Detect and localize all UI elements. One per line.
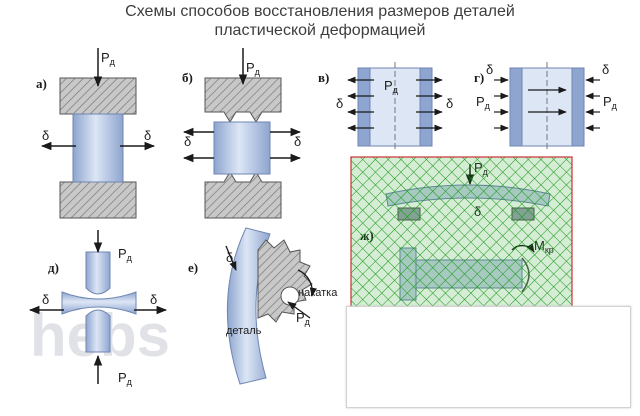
wall-left — [509, 67, 523, 147]
die-top — [204, 77, 282, 123]
force-label: Pд — [384, 78, 399, 95]
part-bushing — [72, 113, 124, 183]
highlight-overlay — [350, 156, 573, 310]
scheme-d: д) Pд Pд δ δ — [28, 230, 168, 387]
delta-label-right: δ — [294, 134, 301, 149]
overlay-grid — [351, 157, 572, 309]
delta-label-left: δ — [42, 292, 49, 307]
pressure-arrows — [494, 76, 600, 132]
delta-label: δ — [226, 250, 233, 265]
diagram-title: Схемы способов восстановления размеров д… — [0, 2, 640, 40]
scheme-v: в) Pд δ δ — [318, 62, 453, 150]
delta-label-right: δ — [144, 128, 151, 143]
part-label: деталь — [226, 325, 262, 337]
scheme-g: г) δ δ Pд Pд — [474, 62, 618, 150]
label-v: в) — [318, 70, 329, 85]
wheel-axle — [280, 286, 300, 306]
tool-top — [85, 251, 111, 295]
force-label-left: Pд — [476, 94, 491, 111]
force-arrow — [287, 301, 311, 319]
delta-label-right: δ — [446, 96, 453, 111]
force-label: Pд — [296, 310, 311, 327]
label-b: б) — [182, 70, 193, 85]
delta-label-left: δ — [336, 96, 343, 111]
rotation-arrow-wheel — [297, 269, 317, 297]
part-plate — [61, 291, 137, 315]
title-line-2: пластической деформацией — [214, 22, 426, 39]
wall-right — [571, 67, 585, 147]
delta-label-left: δ — [42, 128, 49, 143]
force-label: Pд — [101, 50, 116, 67]
blank-panel — [346, 306, 631, 408]
label-d: д) — [48, 260, 59, 275]
scheme-a: а) Pд δ δ — [36, 48, 156, 219]
delta-label-right: δ — [150, 292, 157, 307]
force-label-top: Pд — [118, 246, 133, 263]
label-g: г) — [474, 70, 484, 85]
part-bushing — [213, 121, 271, 175]
knurl-wheel — [257, 239, 313, 323]
rotation-arrow-part — [225, 245, 237, 271]
wall-left — [357, 67, 371, 147]
knurl-label: накатка — [298, 287, 338, 299]
delta-label-left: δ — [486, 62, 493, 77]
scheme-b: б) Pд δ δ — [182, 48, 301, 219]
force-label: Pд — [246, 60, 261, 77]
delta-label-right: δ — [602, 62, 609, 77]
die-bottom — [204, 171, 282, 219]
tool-bottom — [85, 309, 111, 353]
label-e: е) — [188, 260, 198, 275]
wall-right — [419, 67, 433, 147]
force-label-right: Pд — [603, 94, 618, 111]
die-bottom — [59, 181, 137, 219]
delta-label-left: δ — [184, 134, 191, 149]
pressure-arrows — [347, 76, 443, 132]
force-label-bottom: Pд — [118, 370, 133, 387]
label-a: а) — [36, 76, 47, 91]
title-line-1: Схемы способов восстановления размеров д… — [125, 3, 515, 20]
scheme-e: е) δ накатка деталь Pд — [188, 227, 338, 385]
